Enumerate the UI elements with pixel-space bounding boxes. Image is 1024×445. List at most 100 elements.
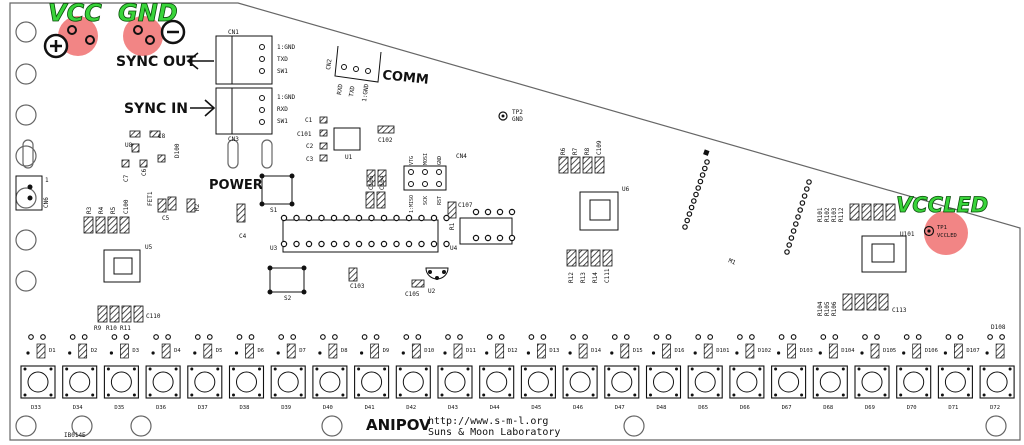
ref-r101: R101 <box>817 207 824 222</box>
led-label: D3 <box>132 348 139 354</box>
gnd-highlight <box>123 16 163 56</box>
tactile-button[interactable]: D70 <box>896 365 932 411</box>
tactile-button[interactable]: D66 <box>729 365 765 411</box>
tactile-button[interactable]: D43 <box>437 365 473 411</box>
button-led-label: D71 <box>948 405 958 411</box>
tactile-button[interactable]: D71 <box>937 365 973 411</box>
s1-switch <box>261 175 293 205</box>
led-label: D10 <box>424 348 434 354</box>
led-label: D1 <box>49 348 56 354</box>
tp2-sub: GND <box>512 116 523 123</box>
button-led-label: D67 <box>782 405 792 411</box>
cn2-connector <box>334 45 382 83</box>
led-label: D103 <box>800 348 813 354</box>
tactile-button[interactable]: D69 <box>854 365 890 411</box>
cn1-label: CN1 <box>228 29 239 36</box>
tactile-button[interactable]: D67 <box>771 365 807 411</box>
button-led-label: D37 <box>198 405 208 411</box>
led-cell: D104 <box>818 334 855 359</box>
cn3-pin-3: SW1 <box>277 118 288 125</box>
button-led-label: D68 <box>823 405 833 411</box>
ref-r4: R4 <box>98 206 105 214</box>
u5-chip <box>103 249 141 283</box>
sync-out-label: SYNC OUT <box>116 54 196 70</box>
led-cell: D102 <box>735 334 771 359</box>
vccled-highlight <box>924 211 968 255</box>
tactile-button[interactable]: D34 <box>62 365 98 411</box>
cn4-pin-mosi: MOSI <box>423 153 429 165</box>
tactile-button[interactable]: D47 <box>604 365 640 411</box>
ref-r104: R104 <box>817 301 824 316</box>
tactile-button[interactable]: D42 <box>395 365 431 411</box>
cn1-pin-1: 1:GND <box>277 44 295 51</box>
ref-m1: M1 <box>727 257 737 266</box>
tactile-button[interactable]: D68 <box>812 365 848 411</box>
button-led-label: D42 <box>406 405 416 411</box>
cn6-label: CN6 <box>43 197 50 208</box>
tactile-button[interactable]: D41 <box>354 365 390 411</box>
ref-r5: R5 <box>110 206 117 214</box>
led-label: D5 <box>216 348 223 354</box>
led-label: D106 <box>925 348 938 354</box>
tactile-button[interactable]: D36 <box>145 365 181 411</box>
u4-chip <box>459 217 513 245</box>
tactile-button[interactable]: D40 <box>312 365 348 411</box>
ref-c101: C101 <box>297 131 312 138</box>
led-label: D107 <box>966 348 979 354</box>
button-led-label: D43 <box>448 405 458 411</box>
ref-r13: R13 <box>580 272 587 283</box>
led-cell: D2 <box>68 334 97 359</box>
cn2-pin-2: TXD <box>348 85 356 97</box>
tactile-button[interactable]: D72 <box>979 365 1015 411</box>
tactile-button[interactable]: D37 <box>187 365 223 411</box>
ref-c6: C6 <box>141 168 148 176</box>
arrow-right-icon <box>190 99 216 117</box>
button-led-label: D44 <box>490 405 501 411</box>
led-strip-pins <box>682 159 812 255</box>
tactile-button[interactable]: D38 <box>228 365 265 411</box>
tactile-button[interactable]: D65 <box>687 365 723 411</box>
cn2-label: CN2 <box>325 58 333 70</box>
tp2-label: TP2 <box>512 109 523 116</box>
cn4-header <box>403 165 447 191</box>
button-led-label: D72 <box>990 405 1000 411</box>
tactile-button[interactable]: D45 <box>520 365 556 411</box>
ref-u8: U8 <box>125 142 133 149</box>
plus-icon <box>43 33 69 59</box>
led-cell: D11 <box>443 334 476 359</box>
tactile-button[interactable]: D44 <box>479 365 515 411</box>
ref-r3: R3 <box>86 206 93 214</box>
led-label: D101 <box>716 348 729 354</box>
tactile-button[interactable]: D35 <box>103 365 139 411</box>
cn3-pin-2: RXD <box>277 106 288 113</box>
cn3-pin-1: 1:GND <box>277 94 295 101</box>
led-label: D11 <box>466 348 476 354</box>
led-cell: D105 <box>860 334 896 359</box>
ref-u5: U5 <box>145 244 153 251</box>
led-label: D7 <box>299 348 306 354</box>
gnd-pad <box>133 25 143 35</box>
ref-c107: C107 <box>458 202 473 209</box>
led-cell: D15 <box>610 334 643 359</box>
button-led-label: D36 <box>156 405 166 411</box>
led-cell: D10 <box>401 334 434 359</box>
u1-chip <box>333 127 361 151</box>
tactile-button[interactable]: D48 <box>645 365 682 411</box>
tactile-button[interactable]: D46 <box>562 365 598 411</box>
cn1-connector <box>215 35 273 135</box>
ref-c110: C110 <box>146 313 161 320</box>
led-cell: D16 <box>651 334 684 359</box>
ref-r6: R6 <box>560 147 567 155</box>
cn4-pin-sck: SCK <box>423 196 429 205</box>
ref-c104: C104 <box>379 175 386 190</box>
cn2-pin-3: 1:GND <box>361 83 370 102</box>
led-label: D102 <box>758 348 771 354</box>
button-led-label: D41 <box>365 405 375 411</box>
ref-c113: C113 <box>892 307 907 314</box>
minus-icon <box>160 19 186 45</box>
tactile-button[interactable]: D39 <box>270 365 306 411</box>
tactile-button[interactable]: D33 <box>20 365 56 411</box>
ref-c2: C2 <box>306 143 314 150</box>
url-label: http://www.s-m-l.org <box>428 416 548 427</box>
